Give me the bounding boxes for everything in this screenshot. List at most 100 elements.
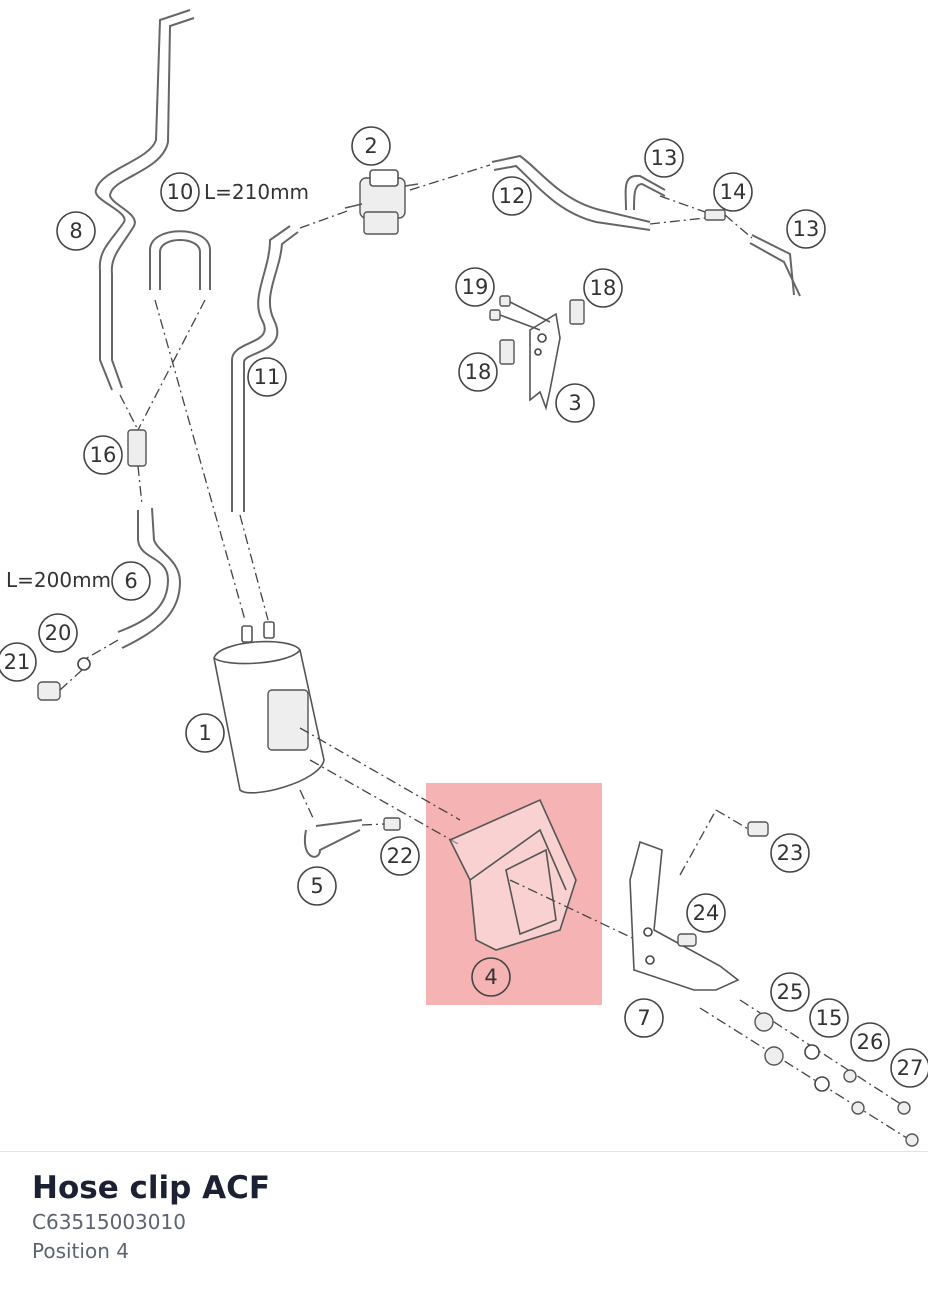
callout-number: 10 (167, 180, 194, 204)
callout-6: 5 (297, 866, 337, 906)
callout-circle (555, 383, 595, 423)
callout-number: 18 (590, 276, 617, 300)
callout-circle (380, 836, 420, 876)
callout-number: 16 (90, 443, 117, 467)
callout-number: 7 (637, 1006, 650, 1030)
hose-7 (79, 507, 182, 663)
callout-number: 15 (816, 1006, 843, 1030)
callout-11: 11 (247, 357, 287, 397)
highlight-position-4[interactable] (426, 783, 602, 1005)
bracket-3 (489, 295, 585, 411)
callout-number: 8 (69, 219, 82, 243)
hose-12 (491, 154, 651, 231)
callouts: 2 10 8 12 13 14 13 19 18 18 3 11 16 6 20… (0, 126, 928, 1088)
callout-number: 11 (254, 365, 281, 389)
callout-number: 27 (897, 1056, 924, 1080)
callout-circle (850, 1022, 890, 1062)
callout-8: 8 (56, 211, 96, 251)
callout-circle (686, 893, 726, 933)
screw-24 (677, 933, 697, 947)
hose-8 (94, 9, 195, 391)
callout-25: 25 (770, 972, 810, 1012)
callout-number: 13 (651, 146, 678, 170)
callout-circle (351, 126, 391, 166)
callout-20: 20 (38, 613, 78, 653)
callout-circle (0, 642, 37, 682)
callout-10: 10 (160, 172, 200, 212)
callout-circle (713, 172, 753, 212)
callout-number: 2 (364, 134, 377, 158)
callout-number: 25 (777, 980, 804, 1004)
callout-circle (111, 561, 151, 601)
screw-23 (747, 821, 769, 837)
callout-14: 14 (713, 172, 753, 212)
bracket-5 (629, 809, 751, 991)
callout-number: 22 (387, 844, 414, 868)
callout-number: 5 (310, 874, 323, 898)
hose-11 (231, 225, 299, 512)
callout-number: 20 (45, 621, 72, 645)
callout-circle (56, 211, 96, 251)
callout-number: 1 (198, 721, 211, 745)
callout-number: 14 (720, 180, 747, 204)
callout-circle (83, 435, 123, 475)
callout-13-right: 13 (786, 209, 826, 249)
part-title: Hose clip ACF (32, 1170, 271, 1206)
callout-circle (644, 138, 684, 178)
canister-1 (213, 621, 461, 846)
callout-circle (38, 613, 78, 653)
purge-valve (344, 169, 419, 235)
callout-13-top: 13 (644, 138, 684, 178)
callout-number: 4 (484, 965, 497, 989)
callout-7: 6 (111, 561, 151, 601)
callout-number: 23 (777, 841, 804, 865)
clip-20-21 (37, 657, 91, 701)
callout-circle (247, 357, 287, 397)
callout-5: 7 (624, 998, 664, 1038)
callout-number: 6 (124, 569, 137, 593)
callout-circle (455, 267, 495, 307)
callout-circle (458, 352, 498, 392)
callout-circle (770, 972, 810, 1012)
callout-circle (890, 1048, 928, 1088)
hose-6 (299, 789, 401, 858)
callout-circle (770, 833, 810, 873)
callout-15: 15 (809, 998, 849, 1038)
connector-14 (649, 195, 753, 239)
exploded-parts-diagram: .ln { fill:none; stroke:#555; stroke-wid… (0, 9, 928, 1147)
callout-19: 19 (455, 267, 495, 307)
callout-circle (185, 713, 225, 753)
callout-number: 12 (499, 184, 526, 208)
callout-24: 24 (686, 893, 726, 933)
callout-23: 23 (770, 833, 810, 873)
callout-number: 19 (462, 275, 489, 299)
callout-number: 26 (857, 1030, 884, 1054)
callout-circle (583, 268, 623, 308)
callout-27: 27 (890, 1048, 928, 1088)
diagram-svg: .ln { fill:none; stroke:#555; stroke-wid… (0, 9, 928, 1147)
callout-circle (471, 957, 511, 997)
connector-16 (127, 429, 147, 506)
callout-circle (786, 209, 826, 249)
divider (0, 1151, 928, 1152)
hose-10 (149, 230, 211, 290)
callout-4: 4 (471, 957, 511, 997)
callout-1: 1 (185, 713, 225, 753)
callout-circle (492, 176, 532, 216)
length-label-hose-10: L=210mm (204, 180, 309, 204)
length-label-hose-7: L=200mm (6, 568, 111, 592)
callout-16: 16 (83, 435, 123, 475)
callout-3: 3 (555, 383, 595, 423)
callout-number: 3 (568, 391, 581, 415)
callout-18-left: 18 (458, 352, 498, 392)
fasteners (699, 999, 919, 1147)
callout-circle (160, 172, 200, 212)
hose-13 (624, 174, 801, 297)
callout-circle (297, 866, 337, 906)
callout-circle (809, 998, 849, 1038)
callout-18-right: 18 (583, 268, 623, 308)
part-info-panel: Hose clip ACF C63515003010 Position 4 (0, 1152, 928, 1290)
callout-number: 24 (693, 901, 720, 925)
callout-2: 2 (351, 126, 391, 166)
callout-number: 18 (465, 360, 492, 384)
